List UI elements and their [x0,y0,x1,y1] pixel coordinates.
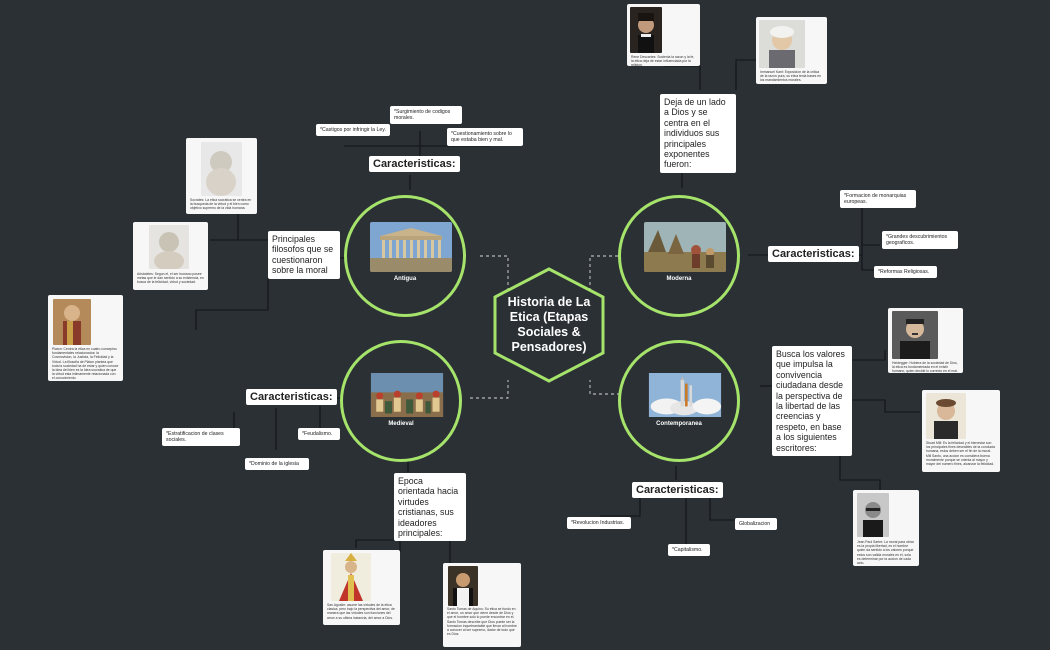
era-antigua-node[interactable]: Antigua [344,195,466,317]
era-medieval-label: Medieval [388,421,414,427]
heidegger-caption: Heidegger: Hubiera de la sociedad de Dio… [892,361,958,374]
stuart-mill-caption: Stuart Mill: Es la felicidad y el bienes… [926,441,995,467]
antigua-item-2[interactable]: *Surgimiento de codigos morales. [390,106,462,125]
contemporanea-item-2[interactable]: Globalizacion [735,518,777,531]
moderna-caracteristicas-heading[interactable]: Caracteristicas: [768,246,859,262]
medieval-heading[interactable]: Epoca orientada hacia virtudes cristiana… [394,473,466,542]
era-contemporanea-node[interactable]: Contemporanea [618,340,740,462]
heidegger-portrait [892,311,938,359]
antigua-item-3[interactable]: *Cuestionamiento sobre lo que estaba bie… [447,128,523,147]
socrates-portrait [201,142,242,196]
moderna-item-2[interactable]: *Grandes descubrimientos geograficos. [882,231,958,250]
santo-tomas-card[interactable]: Santo Tomas de Aquino: Su etica se fundo… [443,563,521,647]
moderna-item-3[interactable]: *Reformas Religiosas. [874,266,937,279]
sartre-card[interactable]: Jean Paul Sartre: La moral para obrar es… [853,490,919,566]
kant-portrait [759,20,805,68]
medieval-painting-image [370,373,444,417]
aristoteles-caption: Aristoteles: Segun el, el ser humano pos… [137,272,204,285]
era-moderna-label: Moderna [666,276,692,282]
platon-portrait [53,299,91,345]
socrates-caption: Socrates: La etica socratica se centra e… [190,198,252,211]
platon-caption: Platon: Centra la etica en cuatro concep… [52,347,119,381]
santo-tomas-portrait [448,566,478,606]
san-agustin-portrait [331,553,371,601]
contemporanea-heading[interactable]: Busca los valores que impulsa la convive… [772,346,852,457]
san-agustin-caption: San Agustin: asume las virtudes de la et… [327,603,395,620]
kant-card[interactable]: Immanuel Kant: Exposicion de la critica … [756,17,827,84]
era-contemporanea-label: Contemporanea [656,421,702,427]
stuart-mill-card[interactable]: Stuart Mill: Es la felicidad y el bienes… [922,390,1000,472]
medieval-item-1[interactable]: *Estratificacion de clases sociales. [162,428,240,447]
antigua-caracteristicas-heading[interactable]: Caracteristicas: [369,156,460,172]
aristoteles-portrait [149,225,189,269]
santo-tomas-caption: Santo Tomas de Aquino: Su etica se fundo… [447,607,517,637]
sartre-caption: Jean Paul Sartre: La moral para obrar es… [857,540,914,566]
center-hexagon [493,267,605,383]
antigua-philosophers-heading[interactable]: Principales filosofos que se cuestionaro… [268,231,340,279]
contemporanea-item-3[interactable]: *Capitalismo. [668,544,710,557]
san-agustin-card[interactable]: San Agustin: asume las virtudes de la et… [323,550,400,625]
medieval-caracteristicas-heading[interactable]: Caracteristicas: [246,389,337,405]
medieval-item-2[interactable]: *Feudalismo. [298,428,340,441]
heidegger-card[interactable]: Heidegger: Hubiera de la sociedad de Dio… [888,308,963,373]
stuart-mill-portrait [926,393,966,439]
sartre-portrait [857,493,889,537]
rocket-launch-image [648,373,722,417]
descartes-card[interactable]: Rene Descartes: Sostenia la razon y la f… [627,4,700,68]
medieval-item-3[interactable]: *Dominio de la iglesia [245,458,309,471]
moderna-item-1[interactable]: *Formacion de monarquias europeas. [840,190,916,209]
contemporanea-caracteristicas-heading[interactable]: Caracteristicas: [632,482,723,498]
kant-caption: Immanuel Kant: Exposicion de la critica … [760,70,822,83]
antigua-item-1[interactable]: *Castigos por infringir la Ley. [316,124,390,137]
explorers-painting-image [644,222,726,272]
aristoteles-card[interactable]: Aristoteles: Segun el, el ser humano pos… [133,222,208,290]
socrates-card[interactable]: Socrates: La etica socratica se centra e… [186,138,257,214]
era-moderna-node[interactable]: Moderna [618,195,740,317]
contemporanea-item-1[interactable]: *Revolucion Industrias. [567,517,631,530]
parthenon-image [370,222,452,272]
era-antigua-label: Antigua [393,276,417,282]
descartes-caption: Rene Descartes: Sostenia la razon y la f… [631,55,695,68]
platon-card[interactable]: Platon: Centra la etica en cuatro concep… [48,295,123,381]
center-title[interactable]: Historia de La Etica (Etapas Sociales & … [507,295,591,354]
moderna-heading[interactable]: Deja de un lado a Dios y se centra en el… [660,94,736,173]
era-medieval-node[interactable]: Medieval [340,340,462,462]
descartes-portrait [630,7,662,53]
